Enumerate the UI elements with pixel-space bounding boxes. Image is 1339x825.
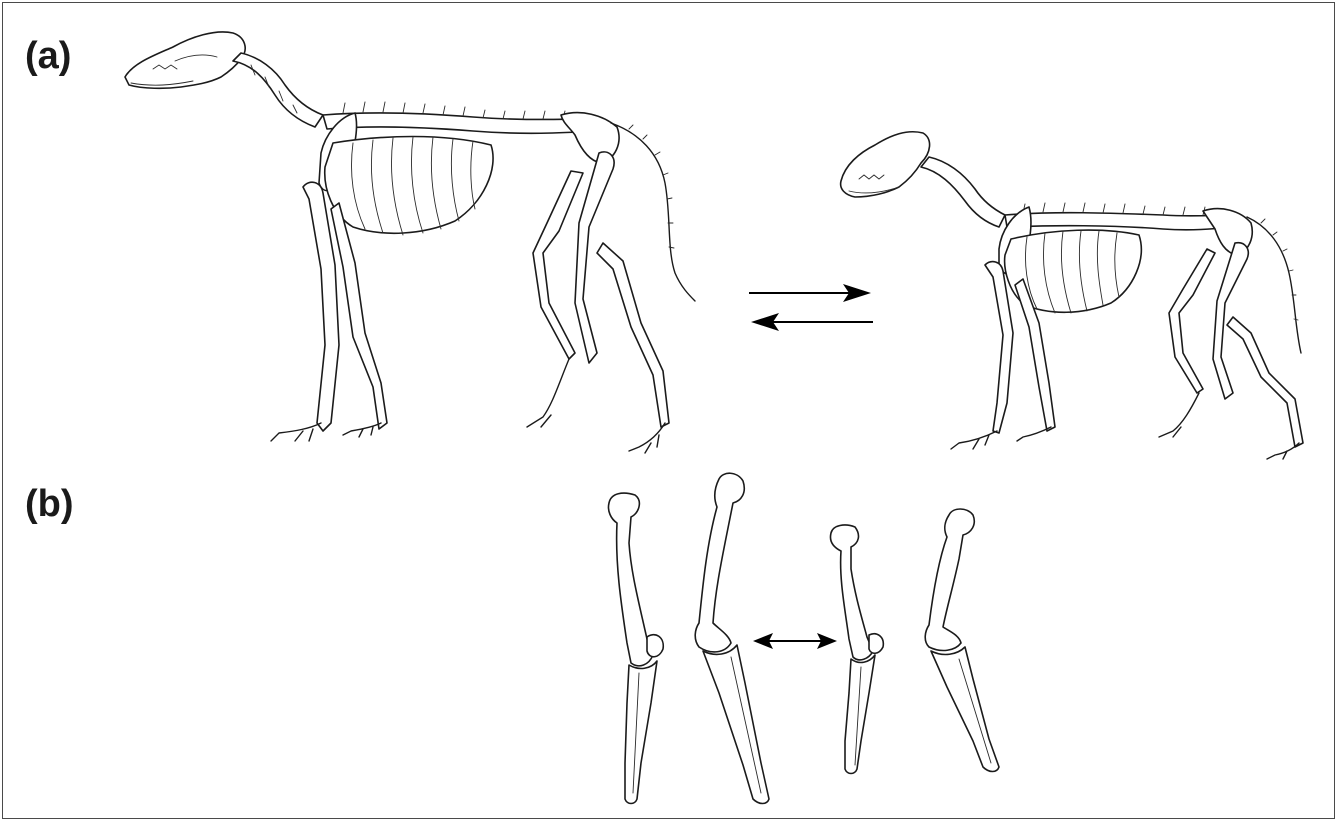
limb-small-view-1 <box>830 525 883 774</box>
hind-leg-small-2 <box>1169 249 1215 393</box>
front-paw-large-2 <box>343 423 381 437</box>
hind-paw-large-1 <box>527 359 569 427</box>
front-paw-large-1 <box>271 423 321 441</box>
skull-small <box>841 132 930 197</box>
femur-small-1 <box>830 525 873 660</box>
front-paw-small-2 <box>1017 427 1051 441</box>
skull-large <box>125 32 245 88</box>
double-arrow-b <box>753 633 837 649</box>
equilibrium-arrows <box>749 284 873 331</box>
hind-shin-small <box>1227 317 1303 447</box>
spine-large <box>323 113 595 133</box>
patella-large-1 <box>647 635 663 657</box>
femur-small-2 <box>925 509 974 650</box>
neck-large <box>233 53 323 127</box>
limb-small-view-2 <box>925 509 999 772</box>
hind-paw-large-2 <box>629 423 665 453</box>
limb-bones-group <box>608 473 999 803</box>
hind-leg-large-2 <box>533 171 583 359</box>
femur-large-2 <box>695 473 744 652</box>
dog-skeleton-small <box>841 132 1303 459</box>
front-paw-small-1 <box>951 431 997 449</box>
neck-small <box>921 157 1005 227</box>
hind-shin-large <box>597 243 669 427</box>
spine-small <box>1005 213 1231 230</box>
tibia-large-2 <box>703 645 769 804</box>
front-leg-large-2 <box>331 203 387 429</box>
front-leg-small-1 <box>985 262 1013 433</box>
dog-skeleton-large <box>125 32 695 453</box>
limb-large-view-2 <box>695 473 769 803</box>
illustration-canvas <box>3 3 1336 820</box>
ribcage-large <box>325 137 493 234</box>
tibia-small-2 <box>931 647 999 772</box>
tibia-small-1 <box>845 655 875 774</box>
patella-small-1 <box>869 634 883 654</box>
tail-small <box>1247 217 1301 353</box>
tibia-large-1 <box>625 661 657 804</box>
hind-paw-small-1 <box>1159 393 1199 437</box>
limb-large-view-1 <box>608 493 663 803</box>
